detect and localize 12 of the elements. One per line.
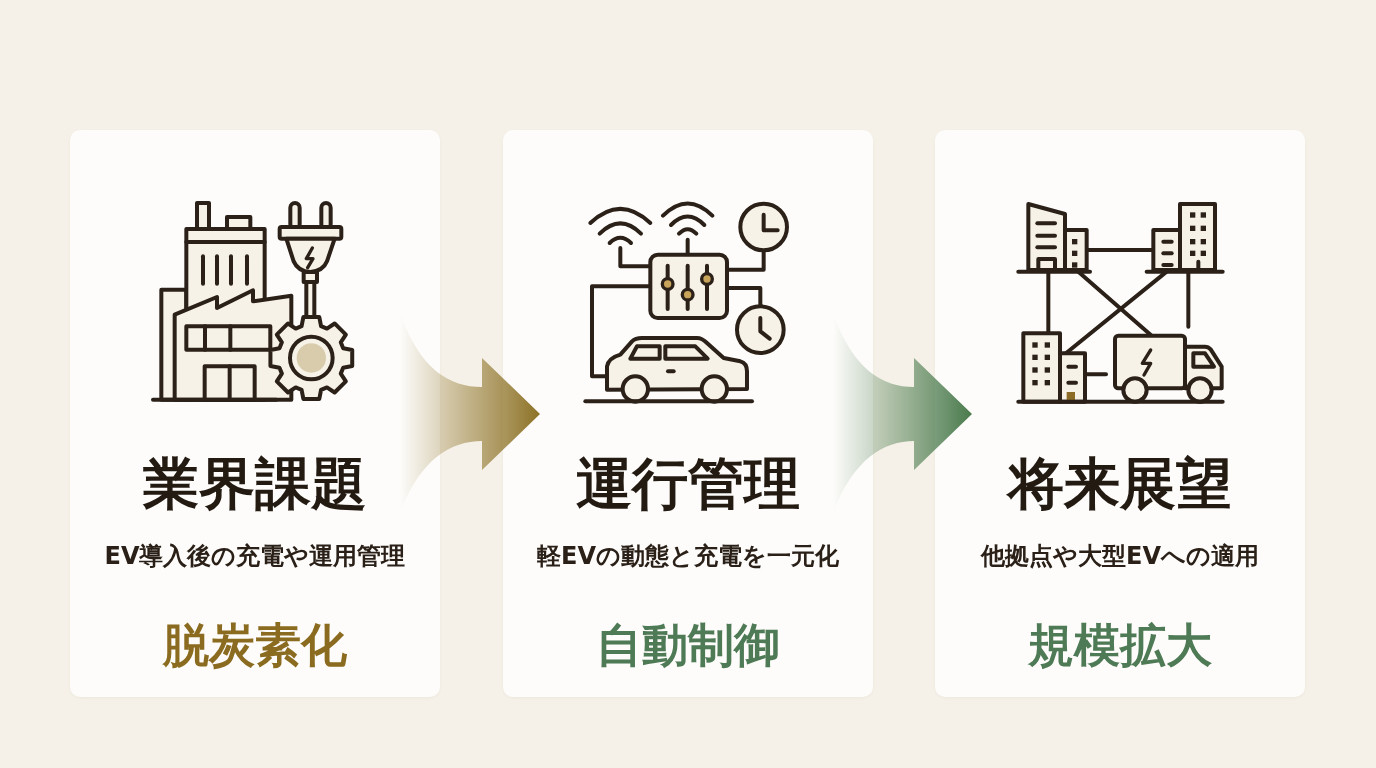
card — [70, 130, 440, 697]
card-description: 他拠点や大型EVへの適用 — [981, 543, 1259, 571]
card — [503, 130, 873, 697]
card-description: 軽EVの動態と充電を一元化 — [537, 543, 839, 571]
card-heading: 将来展望 — [1008, 450, 1232, 516]
keyword-text: 規模拡大 — [1028, 618, 1212, 672]
card-description: EV導入後の充電や運用管理 — [104, 543, 406, 571]
card-heading: 業界課題 — [143, 450, 367, 516]
keyword-text: 自動制御 — [596, 618, 780, 672]
keyword-text: 脱炭素化 — [163, 618, 347, 672]
card-heading: 運行管理 — [576, 450, 800, 516]
card — [935, 130, 1305, 697]
